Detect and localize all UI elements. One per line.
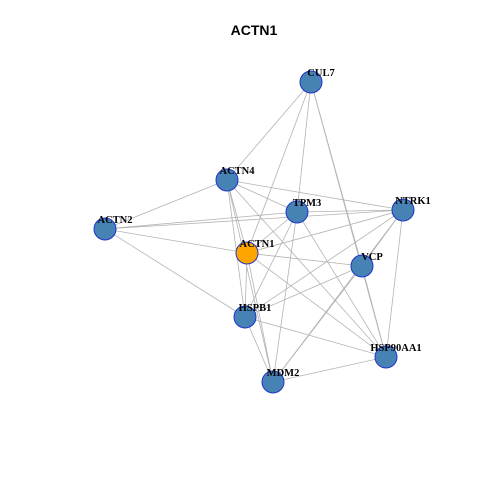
node-hsp90aa1: HSP90AA1 bbox=[370, 343, 422, 369]
node-label-hsp90aa1: HSP90AA1 bbox=[370, 343, 421, 354]
node-label-actn4: ACTN4 bbox=[219, 166, 255, 177]
node-label-tpm3: TPM3 bbox=[293, 198, 322, 209]
node-circle-actn2 bbox=[93, 217, 117, 241]
node-label-cul7: CUL7 bbox=[307, 68, 334, 79]
node-mdm2: MDM2 bbox=[261, 368, 300, 394]
edge-cul7-actn1 bbox=[246, 81, 312, 254]
edge-actn1-mdm2 bbox=[246, 252, 274, 383]
edge-layer bbox=[104, 81, 404, 383]
node-circle-cul7 bbox=[299, 70, 323, 94]
graph-title: ACTN1 bbox=[231, 22, 278, 38]
edge-actn4-hsp90aa1 bbox=[226, 179, 387, 358]
node-label-ntrk1: NTRK1 bbox=[395, 196, 431, 207]
edge-actn2-hspb1 bbox=[104, 228, 246, 318]
node-label-vcp: VCP bbox=[361, 252, 383, 263]
node-circle-actn1 bbox=[235, 241, 259, 265]
node-ntrk1: NTRK1 bbox=[391, 196, 431, 222]
edge-cul7-tpm3 bbox=[296, 81, 312, 213]
edge-hspb1-hsp90aa1 bbox=[244, 316, 387, 358]
edge-actn1-vcp bbox=[246, 252, 363, 267]
node-actn4: ACTN4 bbox=[215, 166, 255, 192]
edge-actn2-actn1 bbox=[104, 228, 248, 254]
node-label-actn2: ACTN2 bbox=[97, 215, 132, 226]
edge-tpm3-hspb1 bbox=[244, 211, 298, 318]
edge-hsp90aa1-mdm2 bbox=[272, 356, 387, 383]
node-circle-ntrk1 bbox=[391, 198, 415, 222]
edge-actn4-mdm2 bbox=[226, 179, 274, 383]
node-label-hspb1: HSPB1 bbox=[239, 303, 272, 314]
edge-hspb1-mdm2 bbox=[244, 316, 274, 383]
edge-actn1-hsp90aa1 bbox=[246, 252, 387, 358]
node-circle-hsp90aa1 bbox=[374, 345, 398, 369]
node-cul7: CUL7 bbox=[299, 68, 335, 94]
edge-actn4-hspb1 bbox=[226, 179, 246, 318]
node-vcp: VCP bbox=[350, 252, 383, 278]
node-circle-vcp bbox=[350, 254, 374, 278]
edge-ntrk1-actn1 bbox=[246, 209, 404, 254]
edge-actn4-actn1 bbox=[226, 179, 248, 254]
edge-actn4-actn2 bbox=[104, 179, 228, 230]
edge-tpm3-ntrk1 bbox=[296, 209, 404, 213]
node-actn2: ACTN2 bbox=[93, 215, 133, 241]
node-circle-tpm3 bbox=[285, 200, 309, 224]
node-actn1: ACTN1 bbox=[235, 239, 275, 265]
edge-vcp-hsp90aa1 bbox=[361, 265, 387, 358]
node-label-actn1: ACTN1 bbox=[239, 239, 274, 250]
edge-ntrk1-hsp90aa1 bbox=[385, 209, 404, 358]
node-label-mdm2: MDM2 bbox=[267, 368, 300, 379]
edge-vcp-hspb1 bbox=[244, 265, 363, 318]
edge-vcp-mdm2 bbox=[272, 265, 363, 383]
node-circle-actn4 bbox=[215, 168, 239, 192]
node-tpm3: TPM3 bbox=[285, 198, 322, 224]
edge-tpm3-actn2 bbox=[104, 211, 298, 230]
node-circle-hspb1 bbox=[233, 305, 257, 329]
node-hspb1: HSPB1 bbox=[233, 303, 272, 329]
edge-tpm3-mdm2 bbox=[272, 211, 298, 383]
edge-actn2-ntrk1 bbox=[104, 209, 404, 230]
edge-actn4-ntrk1 bbox=[226, 179, 404, 211]
edge-ntrk1-hspb1 bbox=[244, 209, 404, 318]
edge-actn4-tpm3 bbox=[226, 179, 298, 213]
node-circle-mdm2 bbox=[261, 370, 285, 394]
edge-tpm3-hsp90aa1 bbox=[296, 211, 387, 358]
edge-cul7-actn4 bbox=[226, 81, 312, 181]
